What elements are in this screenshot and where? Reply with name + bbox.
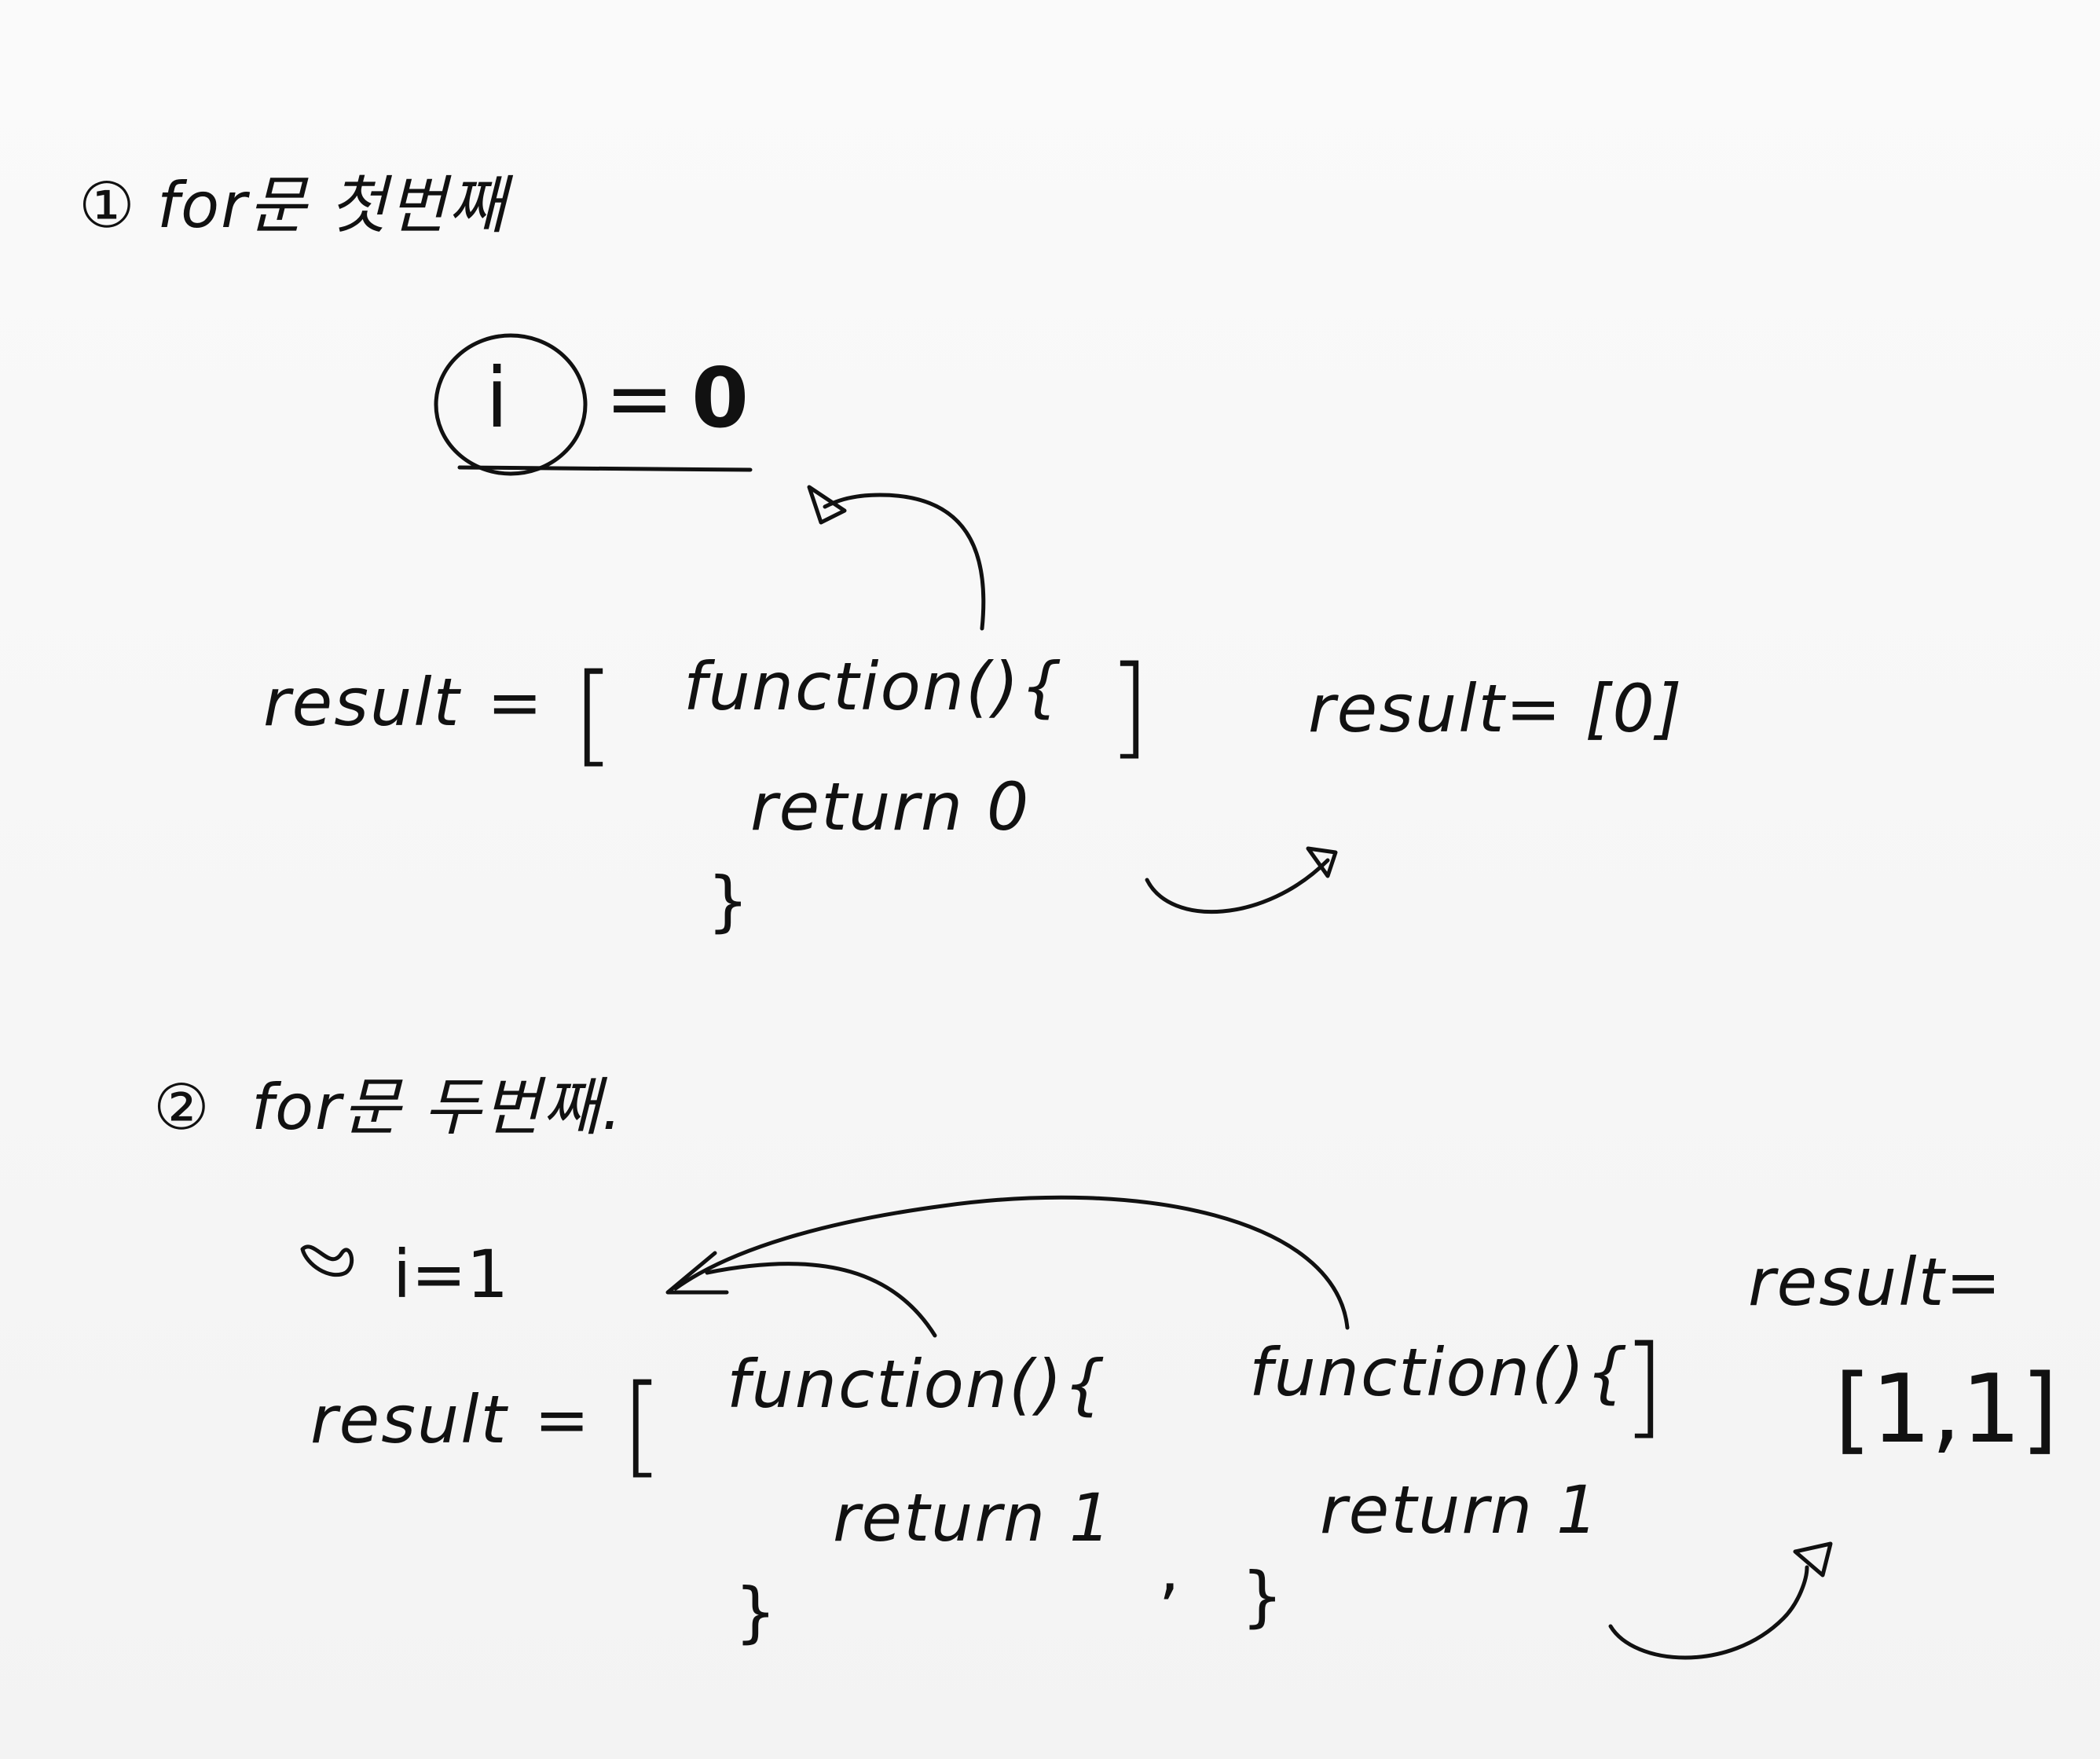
section1-func-close: } — [707, 863, 749, 940]
section1-result-label: result — [263, 664, 461, 741]
arrow-from-func1-to-i — [705, 1262, 937, 1338]
section2-func2-close: } — [1241, 1558, 1284, 1635]
section1-func-decl: function(){ — [684, 648, 1065, 725]
section1-marker: ① — [79, 169, 135, 242]
arrowhead-output-section2 — [1793, 1541, 1833, 1578]
section2-marker: ② — [153, 1071, 210, 1144]
arrowhead-i-section2 — [665, 1251, 729, 1295]
circle-around-i — [434, 333, 588, 476]
section2-comma: , — [1159, 1530, 1180, 1607]
section2-open-bracket: [ — [621, 1361, 664, 1490]
section1-func-return: return 0 — [750, 768, 1031, 845]
section1-i-value: 0 — [691, 350, 749, 446]
section2-func2-decl: function(){ — [1249, 1334, 1630, 1411]
section2-output-value: [1,1] — [1834, 1355, 2058, 1464]
section2-heading: for문 두번째. — [251, 1071, 624, 1144]
section1-var-i: i — [486, 350, 509, 446]
section1-open-bracket: [ — [572, 650, 615, 779]
underline-i-zero — [457, 465, 753, 472]
arrow-to-output-section2 — [1608, 1565, 1809, 1660]
arrow-from-func2-to-i — [673, 1195, 1350, 1330]
section1-close-bracket: ] — [1108, 643, 1151, 771]
arrowhead-i-section1 — [807, 485, 847, 525]
section1-result-eq: = — [487, 664, 543, 741]
scribble-mark — [300, 1244, 354, 1277]
section2-func1-return: return 1 — [833, 1479, 1113, 1556]
arrow-to-i-section1 — [823, 493, 986, 631]
section2-close-bracket: ] — [1622, 1322, 1666, 1450]
arrow-to-output-section1 — [1145, 858, 1330, 914]
arrowhead-output-section1 — [1306, 846, 1338, 878]
section2-result-label: result — [310, 1381, 508, 1458]
section2-func1-decl: function(){ — [727, 1346, 1108, 1423]
section2-func2-return: return 1 — [1320, 1471, 1600, 1548]
section1-output: result= [0] — [1308, 670, 1684, 747]
section1-heading: for문 첫번째 — [157, 169, 508, 242]
section2-result-eq: = — [534, 1381, 590, 1458]
section2-var-assign: i=1 — [393, 1236, 509, 1313]
section2-output-label: result= — [1748, 1244, 2003, 1321]
section2-func1-close: } — [735, 1574, 777, 1651]
section1-equals: = — [605, 350, 674, 446]
